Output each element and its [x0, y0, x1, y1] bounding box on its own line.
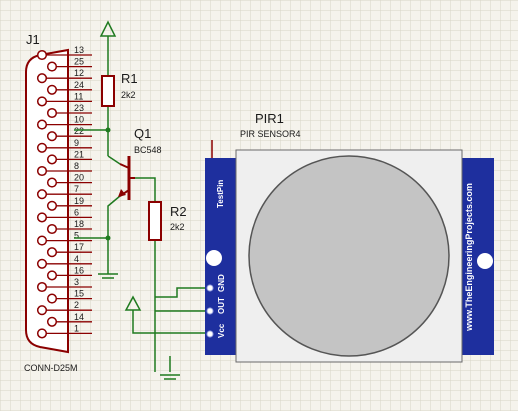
- connector-pin[interactable]: 25: [46, 57, 92, 72]
- connector-pin[interactable]: 1: [36, 323, 92, 339]
- connector-pin[interactable]: 8: [36, 161, 92, 177]
- connector-pin-number: 18: [74, 219, 84, 229]
- connector-part: CONN-D25M: [24, 363, 78, 373]
- connector-pin[interactable]: 13: [36, 45, 92, 61]
- pin-label-gnd: GND: [217, 274, 226, 292]
- pin-out[interactable]: [206, 307, 214, 315]
- resistor-r2[interactable]: [148, 201, 162, 241]
- connector-pin-number: 9: [74, 138, 79, 148]
- connector-pin[interactable]: 12: [36, 68, 92, 84]
- connector-pin-number: 6: [74, 207, 79, 217]
- connector-pin[interactable]: 24: [46, 80, 92, 95]
- connector-pin-number: 3: [74, 277, 79, 287]
- mounting-hole-right: [477, 253, 493, 269]
- pin-gnd[interactable]: [206, 284, 214, 292]
- connector-pin[interactable]: 9: [36, 138, 92, 153]
- connector-pin[interactable]: 3: [36, 277, 92, 293]
- r1-ref: R1: [121, 71, 138, 86]
- connector-pin[interactable]: 14: [46, 312, 92, 327]
- junction-dot: [105, 127, 111, 133]
- connector-pin-number: 12: [74, 68, 84, 78]
- q1-value: BC548: [134, 145, 162, 155]
- connector-pin[interactable]: 7: [36, 184, 92, 200]
- transistor-q1[interactable]: [118, 156, 135, 200]
- pin-label-out: OUT: [217, 297, 226, 314]
- connector-pin[interactable]: 23: [46, 103, 92, 119]
- connector-pin[interactable]: 16: [46, 265, 92, 281]
- wire-emitter-ground: [107, 195, 121, 274]
- resistor-r1[interactable]: [101, 72, 115, 107]
- connector-pin-number: 16: [74, 265, 84, 275]
- pir-brand-text: www.TheEngineeringProjects.com: [464, 183, 474, 332]
- connector-pin-number: 5: [74, 231, 79, 241]
- pir-ref: PIR1: [255, 111, 284, 126]
- connector-pin-number: 1: [74, 323, 79, 333]
- pin-vcc[interactable]: [206, 330, 214, 338]
- connector-pin-number: 8: [74, 161, 79, 171]
- connector-pin[interactable]: 4: [36, 254, 92, 269]
- pir-value: PIR SENSOR4: [240, 129, 301, 139]
- connector-pin-number: 22: [74, 126, 84, 136]
- connector-pin-number: 23: [74, 103, 84, 113]
- pin-label-vcc: Vcc: [217, 323, 226, 338]
- connector-pin[interactable]: 10: [36, 115, 92, 130]
- connector-pin-number: 2: [74, 300, 79, 310]
- connector-pin-number: 13: [74, 45, 84, 55]
- wire-base-r2: [135, 177, 156, 202]
- connector-pin[interactable]: 19: [46, 196, 92, 211]
- connector-pin-number: 19: [74, 196, 84, 206]
- connector-pin[interactable]: 22: [46, 126, 92, 142]
- connector-pin-number: 15: [74, 289, 84, 299]
- connector-ref: J1: [26, 32, 40, 47]
- r1-value: 2k2: [121, 90, 136, 100]
- connector-pin[interactable]: 6: [36, 207, 92, 223]
- wire-gnd-pin: [155, 287, 205, 298]
- connector-pin-number: 24: [74, 80, 84, 90]
- wire-vcc-pin: [132, 310, 205, 334]
- connector-pin-number: 17: [74, 242, 84, 252]
- pir-sensor-module[interactable]: [205, 149, 494, 363]
- q1-ref: Q1: [134, 126, 151, 141]
- connector-pin[interactable]: 21: [46, 149, 92, 165]
- wire-collector: [107, 155, 121, 165]
- ground-symbol-right: [160, 374, 180, 380]
- connector-pin-number: 20: [74, 173, 84, 183]
- connector-pin-number: 14: [74, 312, 84, 322]
- connector-pin-number: 21: [74, 149, 84, 159]
- connector-pin-number: 25: [74, 57, 84, 67]
- connector-pin-number: 7: [74, 184, 79, 194]
- connector-pin-number: 10: [74, 115, 84, 125]
- connector-pin[interactable]: 2: [36, 300, 92, 316]
- connector-shell: [25, 48, 69, 354]
- connector-pin-number: 11: [74, 91, 83, 101]
- connector-pin[interactable]: 11: [36, 91, 92, 107]
- r2-value: 2k2: [170, 222, 185, 232]
- power-arrow-top: [99, 20, 117, 72]
- r2-ref: R2: [170, 204, 187, 219]
- connector-pin-number: 4: [74, 254, 79, 264]
- connector-pin[interactable]: 18: [46, 219, 92, 235]
- wires: [74, 106, 213, 372]
- testpin-label: TestPin: [216, 180, 225, 208]
- connector-pin[interactable]: 17: [46, 242, 92, 258]
- connector-pin[interactable]: 20: [46, 173, 92, 188]
- pir-lens: [248, 155, 450, 357]
- connector-pin[interactable]: 15: [46, 289, 92, 304]
- mounting-hole-left: [206, 250, 222, 266]
- connector-pin[interactable]: 5: [36, 231, 92, 246]
- junction-dot: [105, 235, 111, 241]
